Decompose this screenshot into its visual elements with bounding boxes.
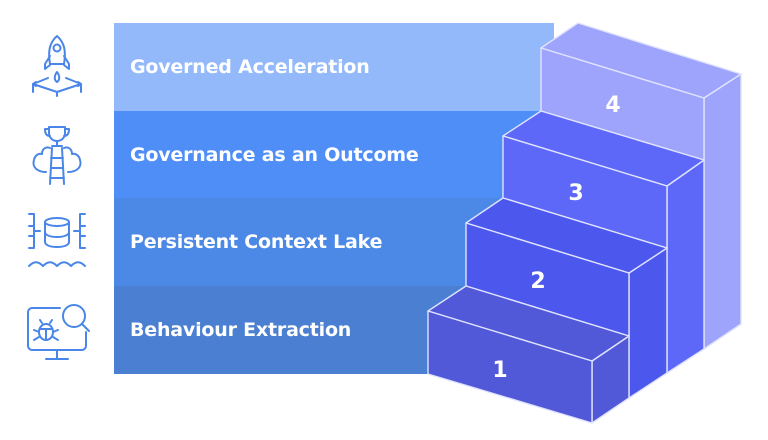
step-1-front-face	[427, 310, 593, 424]
step-3-right-face	[666, 159, 705, 374]
rocket-launch-icon	[32, 35, 82, 97]
step-2	[465, 197, 668, 399]
step-2-right-face	[628, 247, 668, 399]
step-number-2: 2	[530, 269, 545, 294]
trophy-ladder-icon	[32, 126, 82, 185]
step-3	[502, 110, 705, 374]
band-governed-acceleration: Governed Acceleration	[114, 23, 554, 111]
band-label: Governed Acceleration	[130, 56, 370, 78]
step-1	[427, 285, 630, 424]
database-lake-icon	[28, 213, 86, 267]
band-label: Behaviour Extraction	[130, 319, 352, 341]
band-label: Persistent Context Lake	[130, 231, 383, 253]
band-governance-as-outcome: Governance as an Outcome	[114, 111, 554, 199]
band-label: Governance as an Outcome	[130, 144, 419, 166]
step-number-1: 1	[492, 358, 507, 383]
step-4-right-face	[703, 73, 742, 350]
bug-search-monitor-icon	[27, 304, 90, 360]
step-number-4: 4	[605, 93, 620, 118]
step-4	[540, 22, 742, 350]
step-number-3: 3	[568, 181, 583, 206]
